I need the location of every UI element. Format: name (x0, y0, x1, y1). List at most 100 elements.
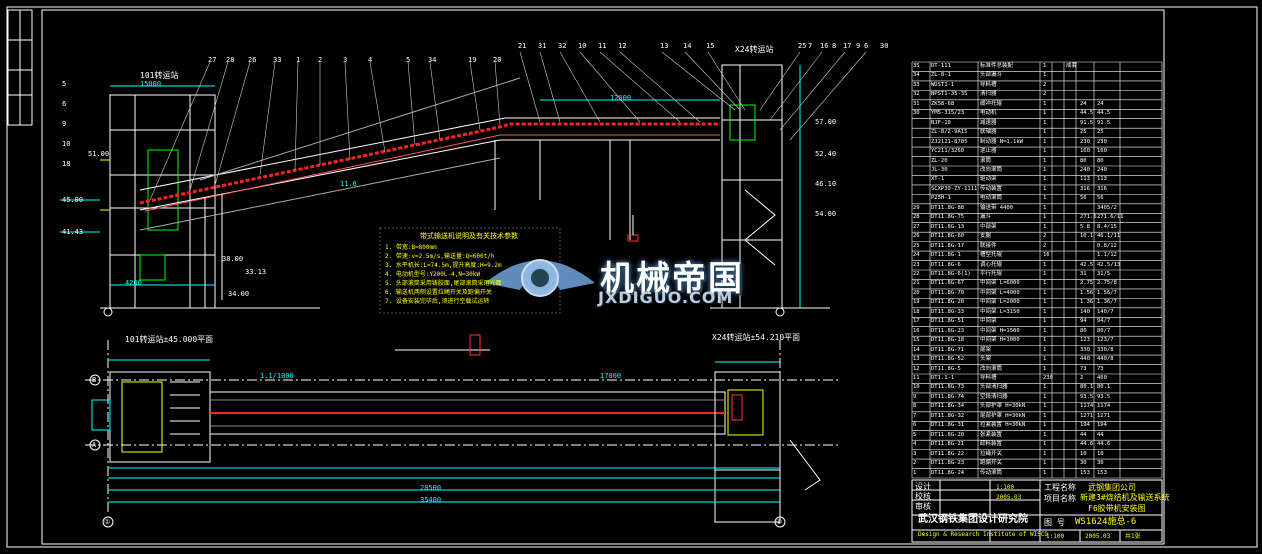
bom-cell: SCXP30-ZY-1111 (931, 185, 978, 192)
bom-cell: 1 (1043, 271, 1047, 277)
bom-cell: 56 (1080, 195, 1087, 202)
bom-cell: 123 (1080, 337, 1090, 344)
axis-bubble-B (89, 374, 101, 386)
level-mark: 46.10 (815, 180, 837, 188)
bom-cell: 1 (1043, 422, 1047, 429)
bom-cell: 44 (1097, 431, 1104, 438)
title-block-frame (911, 479, 1163, 543)
bom-cell: 卸料装置 (980, 441, 1003, 448)
bom-cell: 140/7 (1097, 308, 1114, 315)
bom-cell: 1.56/7 (1097, 289, 1117, 296)
bom-cell: 13 (913, 356, 920, 363)
level-mark: 41.43 (62, 228, 84, 236)
tb-date-2: 2005.03 (1085, 533, 1111, 540)
bom-cell: 拉绳开关 (980, 450, 1003, 457)
bom-cell: YC211/3260 (931, 148, 965, 155)
bom-cell: DT11.8G-6(1) (931, 271, 971, 277)
gallery-plan (209, 391, 726, 435)
bom-cell: 1 (1043, 138, 1047, 145)
bom-cell: 25 (1097, 129, 1104, 136)
bom-cell: 316 (1080, 185, 1090, 192)
callout-number: 13 (660, 42, 669, 50)
bom-cell: 张紧装置 (980, 431, 1003, 438)
bom-cell: 1271 (1097, 412, 1111, 419)
tb-label-check: 校核 (915, 492, 931, 501)
bom-cell: DT11.8G-88 (931, 204, 965, 211)
conveyor-belt-return (144, 134, 720, 212)
bom-cell: 1 (1043, 110, 1047, 117)
callout-number: 5 (62, 80, 67, 88)
dimension-text: 28500 (420, 484, 442, 492)
bom-cell: 1 (1043, 412, 1047, 419)
bom-cell: ZL-8-1 (931, 72, 951, 79)
bom-cell: 24 (1080, 100, 1087, 107)
bom-cell: 0.8/12 (1097, 242, 1117, 249)
bom-cell: 空段清扫器 (980, 393, 1008, 400)
bom-cell: DT11.8G-67 (931, 280, 965, 287)
bom-cell: 11 (913, 375, 920, 381)
bom-cell: 44.5 (1080, 110, 1094, 117)
bom-cell: 清扫器 (980, 91, 997, 98)
callout-number: 6 (864, 42, 869, 50)
bom-cell: 制动器 N=1.1kW (980, 138, 1023, 145)
callout-number: 25 (798, 42, 807, 50)
callout-number: 7 (808, 42, 813, 50)
bom-cell: 16 (913, 327, 920, 334)
bom-cell: 30 (913, 110, 920, 117)
station-101-plan (91, 371, 211, 463)
note-line: 2. 带速:v=2.5m/s,输送量:Q=600t/h (385, 253, 495, 260)
bom-cell: YM5-315/23 (931, 110, 965, 117)
tb-label-approve: 审核 (915, 502, 931, 511)
bom-cell: 80.1 (1080, 384, 1094, 391)
bom-cell: 中间架 L=4000 (980, 289, 1020, 296)
bom-cell: 2.75 (1080, 280, 1094, 287)
transfer-station-101 (100, 94, 216, 309)
level-mark: 33.13 (245, 268, 267, 276)
callout-number: 4 (368, 56, 373, 64)
bom-cell: 平行托辊 (980, 271, 1003, 277)
bom-cell: 2 (1043, 233, 1047, 240)
bom-cell: 1174 (1080, 403, 1094, 410)
bom-cell: 80.1 (1097, 384, 1111, 391)
view-title-plan-X24: X24转运站±54.210平面 (712, 333, 801, 342)
tb-drawing-no: WS1624施总-6 (1075, 517, 1137, 527)
tb-institute-en: Design & Research Institute of WISCO (918, 531, 1049, 538)
bom-cell: 24 (1097, 100, 1104, 107)
detail-section (395, 334, 490, 356)
callout-number: 9 (856, 42, 861, 50)
bom-cell: ZJ2121-8705 (931, 138, 968, 145)
bom-cell: DT11.8G-52 (931, 356, 965, 363)
axis-bubble-2 (774, 516, 786, 528)
bom-cell: 1 (1043, 393, 1047, 400)
bom-cell: NPST1-35-35 (931, 91, 968, 98)
bom-cell: 成套 (1066, 63, 1078, 69)
bom-cell: DT11.8G-5 (931, 365, 961, 372)
bom-cell: ZL-8/2-9A15 (931, 129, 968, 136)
bom-cell: DT11.8G-13 (931, 223, 965, 230)
detail-fittings (627, 215, 639, 242)
bom-cell: 1 (1043, 261, 1047, 268)
bom-cell: 33 (913, 81, 920, 88)
bom-cell: 电动滚筒 (980, 195, 1003, 202)
bom-cell: 调心托辊 (980, 261, 1003, 268)
dimension-text: 15000 (140, 80, 162, 88)
notes-title: 带式输送机说明及有关技术参数 (420, 232, 518, 240)
bom-cell: P25H-1 (931, 195, 951, 202)
tb-scale: 1:100 (996, 484, 1015, 491)
bom-cell: 7 (913, 412, 917, 419)
bom-cell: 10 (1097, 450, 1104, 457)
bom-cell: 1 (1043, 337, 1047, 344)
notes-box (379, 227, 561, 314)
bom-cell: 逆止器 (980, 148, 997, 155)
bom-cell: DT-111 (931, 63, 951, 69)
bom-cell: 1 (1043, 299, 1047, 306)
bom-cell: 传动滚筒 (980, 469, 1003, 476)
callout-number: 3 (343, 56, 348, 64)
bom-cell: 1 (1043, 167, 1047, 173)
bom-cell: 1 (1043, 195, 1047, 202)
callout-number: 1 (296, 56, 301, 64)
callout-number: 9 (62, 120, 67, 128)
bom-cell: 153 (1080, 469, 1090, 476)
bom-cell: 80/7 (1097, 327, 1111, 334)
bom-cell: 44 (1080, 431, 1087, 438)
